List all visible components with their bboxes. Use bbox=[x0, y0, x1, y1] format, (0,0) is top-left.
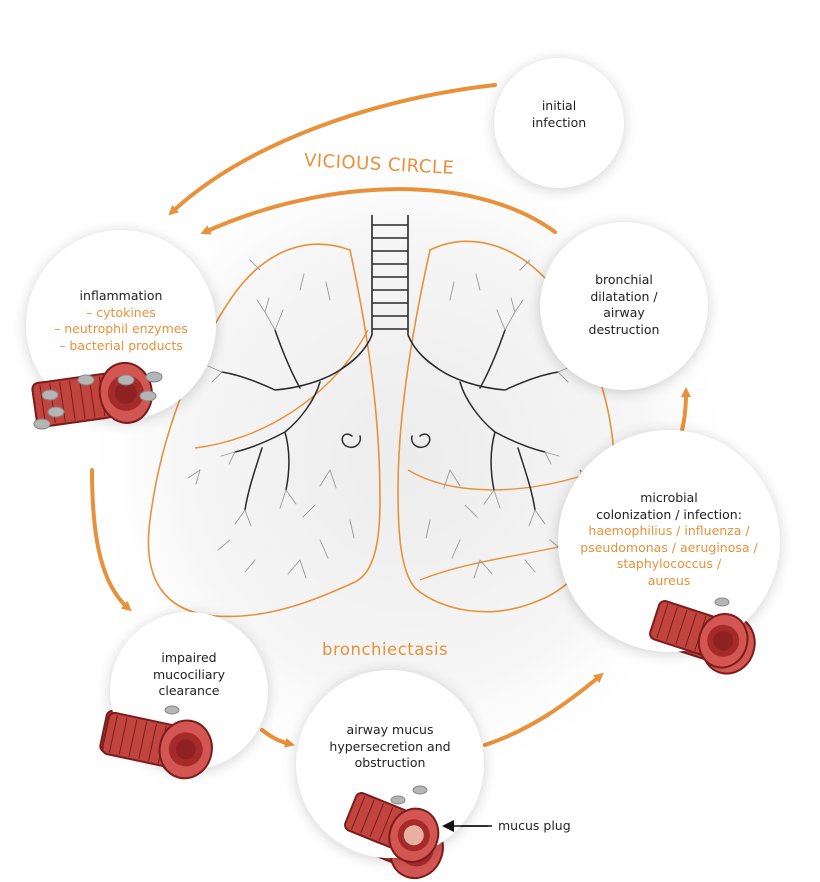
arrow-microbial-to-dilatation bbox=[680, 387, 691, 432]
dilatation-line-3: airway bbox=[603, 305, 645, 320]
arrow-initial-to-inflammation bbox=[168, 83, 497, 216]
right-lung-fissure-1 bbox=[407, 469, 601, 491]
arrow-dilatation-to-inflammation bbox=[200, 187, 557, 235]
cycle-arrows bbox=[90, 83, 691, 748]
clearance-line-2: mucociliary bbox=[152, 666, 226, 682]
node-initial-infection: initial infection bbox=[494, 58, 624, 188]
mucus-line-2: hypersecretion and bbox=[329, 738, 451, 754]
node-mucus-hypersecretion: airway mucus hypersecretion and obstruct… bbox=[296, 670, 484, 858]
bronchial-tree bbox=[221, 329, 559, 511]
microbial-sub-4: aureus bbox=[647, 572, 691, 588]
microbial-sub-1: haemophilius / influenza / bbox=[588, 523, 750, 538]
fine-branches bbox=[187, 259, 593, 579]
mucus-line-1: airway mucus bbox=[346, 722, 434, 737]
microbial-line-2: colonization / infection: bbox=[596, 506, 742, 522]
dilatation-line-1: bronchial bbox=[595, 272, 653, 287]
node-bronchial-dilatation: bronchial dilatation / airway destructio… bbox=[540, 222, 708, 390]
inflammation-title: inflammation bbox=[79, 288, 163, 303]
inflammation-sub-3: – bacterial products bbox=[59, 337, 183, 353]
left-lung-fissure bbox=[194, 329, 369, 449]
microbial-sub-3: staphylococcus / bbox=[616, 556, 722, 571]
node-microbial-colonization: microbial colonization / infection: haem… bbox=[558, 430, 780, 652]
clearance-line-3: clearance bbox=[158, 683, 220, 698]
initial-infection-line-1: initial bbox=[541, 98, 577, 113]
microbial-line-1: microbial bbox=[640, 490, 698, 505]
node-inflammation: inflammation – cytokines – neutrophil en… bbox=[26, 230, 216, 420]
center-label: bronchiectasis bbox=[322, 640, 449, 659]
node-impaired-clearance: impaired mucociliary clearance bbox=[110, 612, 268, 770]
arrow-mucus-to-microbial bbox=[483, 672, 604, 747]
inflammation-sub-1: – cytokines bbox=[86, 304, 156, 320]
dilatation-line-2: dilatation / bbox=[590, 288, 658, 304]
initial-infection-line-2: infection bbox=[531, 114, 587, 130]
clearance-line-1: impaired bbox=[161, 650, 217, 665]
mucus-line-3: obstruction bbox=[354, 755, 426, 770]
arrow-clearance-to-mucus bbox=[260, 728, 295, 748]
microbial-sub-2: pseudomonas / aeruginosa / bbox=[580, 539, 758, 555]
arrow-inflammation-to-clearance bbox=[90, 468, 132, 612]
dilatation-line-4: destruction bbox=[588, 321, 660, 337]
trachea bbox=[339, 215, 441, 371]
mucus-plug-label: mucus plug bbox=[498, 818, 571, 833]
inflammation-sub-2: – neutrophil enzymes bbox=[54, 321, 188, 336]
